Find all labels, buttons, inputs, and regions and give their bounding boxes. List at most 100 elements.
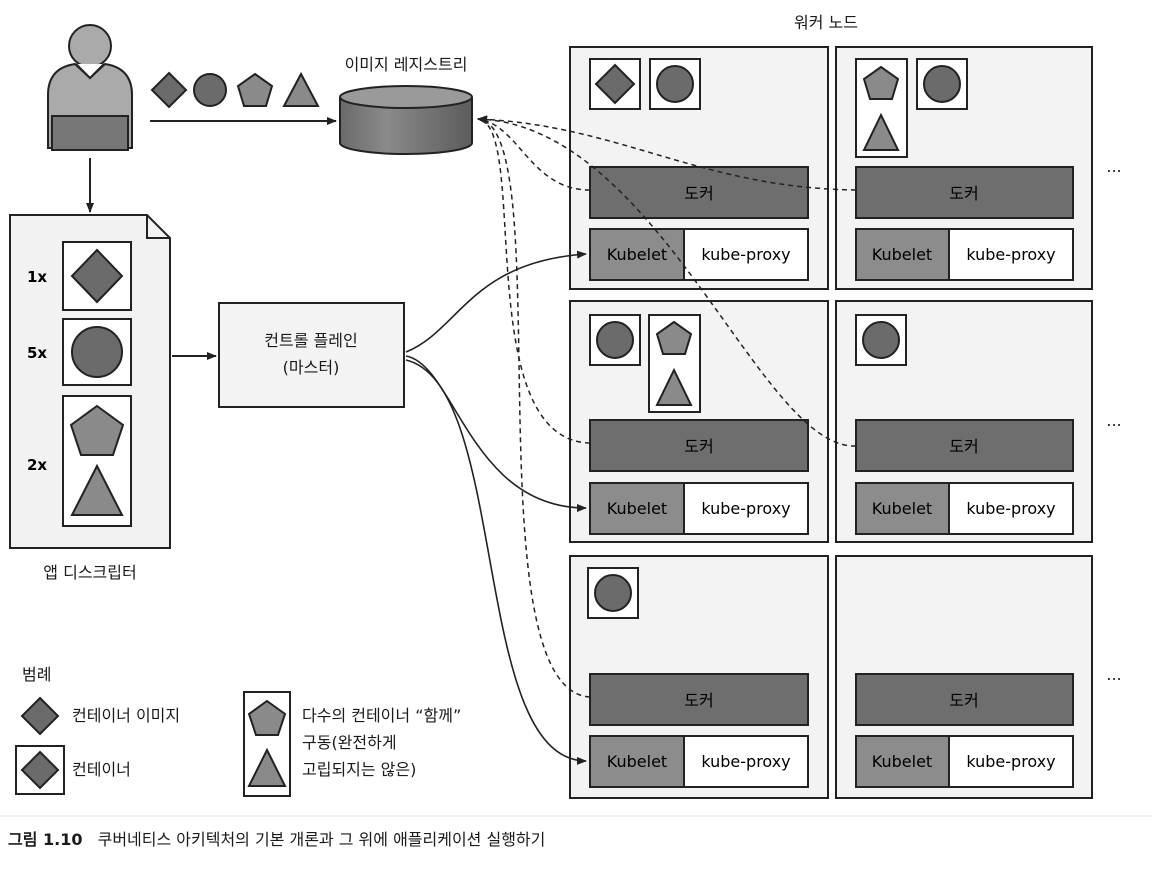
circle-icon bbox=[71, 326, 123, 378]
docker-label: 도커 bbox=[949, 437, 978, 456]
docker-box bbox=[855, 673, 1074, 726]
kube-proxy-label: kube-proxy bbox=[966, 245, 1055, 264]
kubelet-box bbox=[855, 482, 950, 535]
docker-box bbox=[855, 166, 1074, 219]
container-legend-icon bbox=[20, 750, 60, 790]
docker-label: 도커 bbox=[949, 184, 978, 203]
kube-proxy-box bbox=[683, 735, 809, 788]
figure-caption: 그림 1.10 쿠버네티스 아키텍처의 기본 개론과 그 위에 애플리케이션 실… bbox=[8, 830, 545, 849]
docker-label: 도커 bbox=[684, 437, 713, 456]
kubelet-label: Kubelet bbox=[607, 752, 667, 771]
docker-box bbox=[589, 166, 809, 219]
docker-label: 도커 bbox=[684, 691, 713, 710]
pod-pentagon-legend-icon bbox=[247, 699, 287, 736]
developer-figure bbox=[47, 24, 133, 151]
kube-proxy-label: kube-proxy bbox=[701, 752, 790, 771]
kubelet-arrow-r1 bbox=[405, 250, 587, 353]
kubelet-arrow-r3 bbox=[405, 359, 587, 765]
legend-group-line3: 고립되지는 않은) bbox=[302, 760, 416, 779]
legend-group-line1: 다수의 컨테이너 “함께” bbox=[302, 706, 461, 725]
docker-label: 도커 bbox=[684, 184, 713, 203]
pull-line-r1c1 bbox=[477, 116, 591, 191]
diamond-container-icon bbox=[594, 63, 636, 105]
pentagon-icon bbox=[69, 404, 125, 456]
developer-head-icon bbox=[68, 24, 112, 68]
kube-proxy-label: kube-proxy bbox=[966, 752, 1055, 771]
pentagon-container-icon bbox=[655, 320, 693, 355]
control-plane: 컨트롤 플레인 (마스터) bbox=[218, 302, 405, 408]
pull-line-r2c2 bbox=[477, 115, 857, 447]
worker-node-r1c2: 도커 Kubelet kube-proxy bbox=[835, 46, 1093, 290]
worker-node-r2c1: 도커 Kubelet kube-proxy bbox=[569, 300, 829, 543]
legend-image-label: 컨테이너 이미지 bbox=[72, 706, 180, 725]
circle-container-icon bbox=[923, 65, 961, 103]
kubelet-label: Kubelet bbox=[872, 499, 932, 518]
kube-proxy-box bbox=[683, 228, 809, 281]
kubelet-box bbox=[589, 228, 685, 281]
worker-node-r1c1: 도커 Kubelet kube-proxy bbox=[569, 46, 829, 290]
diamond-icon bbox=[70, 248, 124, 304]
app-descriptor: 1x 5x 2x 앱 디스크립터 bbox=[9, 214, 171, 582]
pull-line-r2c1 bbox=[477, 116, 591, 444]
kube-proxy-label: kube-proxy bbox=[966, 499, 1055, 518]
image-registry: 이미지 레지스트리 bbox=[339, 55, 473, 155]
legend-title: 범례 bbox=[22, 665, 51, 684]
kube-proxy-label: kube-proxy bbox=[701, 245, 790, 264]
docker-box bbox=[855, 419, 1074, 472]
control-plane-title: 컨트롤 플레인 bbox=[264, 331, 357, 350]
kubelet-label: Kubelet bbox=[607, 245, 667, 264]
triangle-image-icon bbox=[282, 71, 320, 107]
more-nodes-ellipsis: ... bbox=[1106, 665, 1121, 684]
container-image-legend-icon bbox=[20, 696, 60, 736]
circle-container-icon bbox=[594, 574, 632, 612]
control-plane-subtitle: (마스터) bbox=[283, 358, 340, 377]
image-shapes-row bbox=[150, 71, 320, 109]
more-nodes-ellipsis: ... bbox=[1106, 157, 1121, 176]
figure-caption-text: 쿠버네티스 아키텍처의 기본 개론과 그 위에 애플리케이션 실행하기 bbox=[98, 830, 546, 849]
legend-group-line2: 구동(완전하게 bbox=[302, 733, 397, 752]
circle-container-icon bbox=[596, 321, 634, 359]
worker-nodes-label: 워커 노드 bbox=[794, 13, 858, 32]
pentagon-image-icon bbox=[236, 72, 274, 107]
pull-line-r1c2 bbox=[477, 115, 857, 191]
count-1x: 1x bbox=[27, 268, 47, 286]
worker-node-r3c2: 도커 Kubelet kube-proxy bbox=[835, 555, 1093, 799]
image-pull-lines bbox=[477, 115, 857, 698]
kubelet-label: Kubelet bbox=[872, 245, 932, 264]
kubelet-arrow-r2 bbox=[405, 355, 587, 512]
pentagon-container-icon bbox=[862, 65, 900, 100]
pod-triangle-legend-icon bbox=[247, 747, 287, 787]
docker-label: 도커 bbox=[949, 691, 978, 710]
count-2x: 2x bbox=[27, 456, 47, 474]
more-nodes-ellipsis: ... bbox=[1106, 411, 1121, 430]
triangle-container-icon bbox=[862, 112, 900, 151]
legend-container-label: 컨테이너 bbox=[72, 760, 131, 779]
kubelet-box bbox=[589, 482, 685, 535]
developer-collar-icon bbox=[75, 63, 105, 80]
figure-number: 그림 1.10 bbox=[8, 830, 83, 849]
worker-node-r2c2: 도커 Kubelet kube-proxy bbox=[835, 300, 1093, 543]
laptop-icon bbox=[51, 115, 129, 151]
kubelet-label: Kubelet bbox=[607, 499, 667, 518]
registry-label: 이미지 레지스트리 bbox=[345, 55, 468, 74]
pull-line-r3c1 bbox=[477, 115, 591, 698]
docker-box bbox=[589, 419, 809, 472]
kube-proxy-box bbox=[683, 482, 809, 535]
circle-container-icon bbox=[656, 65, 694, 103]
circle-container-icon bbox=[862, 321, 900, 359]
count-5x: 5x bbox=[27, 344, 47, 362]
worker-node-r3c1: 도커 Kubelet kube-proxy bbox=[569, 555, 829, 799]
control-plane-arrows bbox=[405, 250, 587, 765]
registry-cylinder-icon bbox=[339, 97, 473, 155]
triangle-icon bbox=[70, 463, 124, 516]
kubelet-label: Kubelet bbox=[872, 752, 932, 771]
diamond-image-icon bbox=[150, 71, 188, 109]
kube-proxy-label: kube-proxy bbox=[701, 499, 790, 518]
legend: 범례 컨테이너 이미지 컨테이너 다수의 컨테이너 “함께” 구동(완전하게 고… bbox=[15, 665, 461, 797]
triangle-container-icon bbox=[655, 367, 693, 406]
docker-box bbox=[589, 673, 809, 726]
kubelet-box bbox=[855, 735, 950, 788]
kube-proxy-box bbox=[948, 228, 1074, 281]
kube-proxy-box bbox=[948, 482, 1074, 535]
